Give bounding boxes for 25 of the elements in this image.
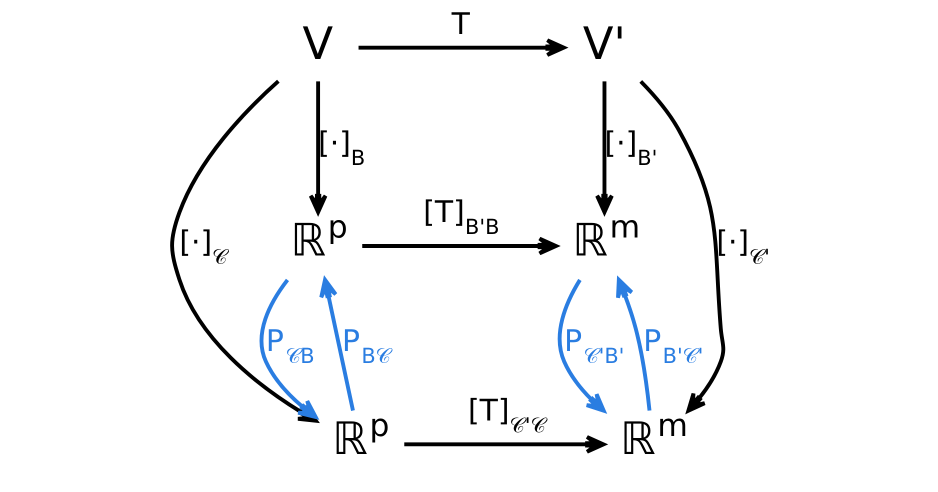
edge-label: [T]$_{B'B}$ (422, 195, 499, 240)
node-text: ℝ$^{p}$ (290, 210, 348, 267)
edge-label: [·]$_{B'}$ (604, 126, 657, 170)
arrow (358, 38, 566, 57)
node-text: V (302, 16, 333, 70)
arrow (616, 278, 651, 411)
edge-label: [T]$_{𝒞'𝒞}$ (468, 394, 546, 438)
edge-label: P$_{B'𝒞'}$ (642, 324, 703, 368)
arrow (318, 278, 354, 411)
edge-label: [·]$_{𝒞}$ (178, 224, 227, 269)
node-text: ℝ$^{m}$ (572, 210, 640, 267)
node-text: ℝ$^{m}$ (620, 408, 688, 466)
edge-label: [·]$_{B}$ (318, 126, 365, 170)
node-text: V' (582, 16, 626, 70)
edge-label: T (451, 7, 470, 42)
edge-label: P$_{B𝒞}$ (341, 324, 390, 368)
arrow (557, 278, 606, 413)
edge-label: P$_{𝒞'B'}$ (564, 324, 624, 368)
arrow (259, 278, 318, 419)
arrow (594, 81, 614, 214)
node-text: ℝ$^{p}$ (332, 408, 389, 466)
arrow (308, 81, 327, 214)
edge-label: [·]$_{𝒞'}$ (716, 224, 770, 269)
edge-label: P$_{𝒞B}$ (265, 324, 314, 368)
arrow (638, 80, 725, 413)
